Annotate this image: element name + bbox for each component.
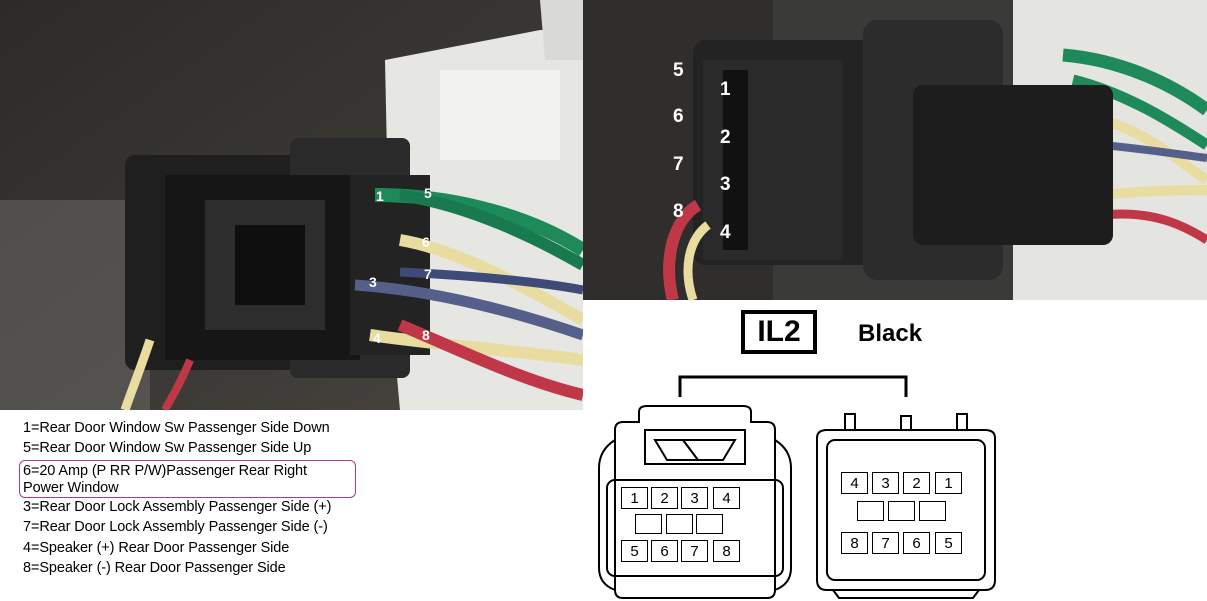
pin-label: 3 [369,274,377,290]
legend-line: Power Window [23,480,119,496]
legend-line: 5=Rear Door Window Sw Passenger Side Up [23,440,312,456]
connector-id: IL2 [741,310,817,354]
pin-cell: 6 [903,532,930,554]
pin-slot-blank [635,514,662,534]
pin-slot-blank [666,514,693,534]
connector-outline-drawing [598,375,996,599]
pin-cell: 8 [841,532,868,554]
pin-slot-blank [696,514,723,534]
legend-line: 8=Speaker (-) Rear Door Passenger Side [23,560,286,576]
pin-label: 2 [720,127,731,148]
pin-cell: 2 [903,472,930,494]
legend-highlight-box [19,460,356,498]
pin-cell: 5 [621,540,648,562]
pin-cell: 5 [935,532,962,554]
pin-cell: 1 [621,487,648,509]
pin-label: 7 [424,266,432,282]
pin-cell: 7 [681,540,708,562]
legend-line: 7=Rear Door Lock Assembly Passenger Side… [23,519,328,535]
legend-line: 6=20 Amp (P RR P/W)Passenger Rear Right [23,463,307,479]
pin-label: 1 [720,79,731,100]
pin-label: 6 [422,234,430,250]
connector-photo-right: 5 1 6 2 7 3 8 4 [583,0,1207,300]
pin-slot-blank [888,501,915,521]
legend-line: 3=Rear Door Lock Assembly Passenger Side… [23,499,332,515]
connector-photo-left: 1 5 6 3 7 4 8 [0,0,583,410]
pin-cell: 6 [651,540,678,562]
pin-label: 6 [673,106,684,127]
legend-line: 4=Speaker (+) Rear Door Passenger Side [23,540,290,556]
pin-label: 8 [422,327,430,343]
pin-cell: 3 [872,472,899,494]
pin-label: 5 [424,185,432,201]
pin-label: 1 [376,188,384,204]
pin-cell: 1 [935,472,962,494]
connector-photo-right-image [583,0,1207,300]
pin-label: 7 [673,154,684,175]
connector-pinout-diagram: IL2 Black 1 2 3 4 5 6 7 8 4 3 2 1 8 7 6 [583,300,1207,601]
connector-photo-left-image [0,0,583,410]
pin-label: 4 [720,222,731,243]
pin-label: 3 [720,174,731,195]
pin-cell: 8 [713,540,740,562]
connector-color-label: Black [858,320,923,347]
legend-line: 1=Rear Door Window Sw Passenger Side Dow… [23,420,330,436]
pin-label: 8 [673,201,684,222]
pin-cell: 2 [651,487,678,509]
pin-label: 5 [673,60,684,81]
pin-slot-blank [857,501,884,521]
pin-label: 4 [373,330,381,346]
pin-cell: 4 [713,487,740,509]
pin-cell: 3 [681,487,708,509]
pin-legend: 1=Rear Door Window Sw Passenger Side Dow… [19,410,399,601]
pin-cell: 7 [872,532,899,554]
pin-slot-blank [919,501,946,521]
pin-cell: 4 [841,472,868,494]
